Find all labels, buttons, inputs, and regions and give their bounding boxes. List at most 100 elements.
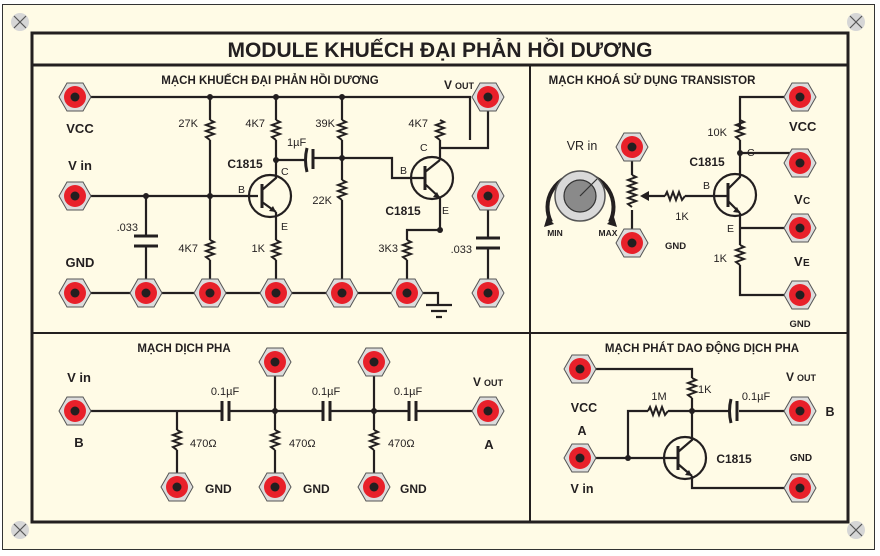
wire-emitter-gnd <box>690 476 790 490</box>
label-033-in: .033 <box>117 222 138 234</box>
label-1k-e1: 1K <box>252 243 266 255</box>
label-a: A <box>484 437 494 452</box>
transistor-q1 <box>247 173 293 219</box>
label-b: B <box>825 405 834 419</box>
jack-gnd-phase-2[interactable] <box>258 472 292 502</box>
jack-vcc-amp[interactable] <box>58 82 92 112</box>
resistor-1k-base <box>664 189 686 203</box>
label-vout-sub: OUT <box>455 81 475 91</box>
wire-feedback <box>626 409 790 458</box>
junctions <box>737 150 743 156</box>
label-gnd-2: GND <box>303 482 330 496</box>
module-title: MODULE KHUẾCH ĐẠI PHẢN HỒI DƯƠNG <box>227 38 652 62</box>
panel-oscillator: MẠCH PHÁT DAO ĐỘNG DỊCH PHA VCC A V in V… <box>571 342 835 496</box>
jack-gnd-phase-1[interactable] <box>160 472 194 502</box>
label-vout-v: V <box>473 375 481 389</box>
jack-vc-switch[interactable] <box>783 148 817 178</box>
jack-node-phase-3[interactable] <box>357 347 391 377</box>
label-27k: 27K <box>178 118 198 130</box>
pin-e: E <box>727 223 734 235</box>
jack-gnd-bias[interactable] <box>193 278 227 308</box>
jack-ve-switch[interactable] <box>783 213 817 243</box>
label-a: A <box>577 424 586 438</box>
panel-title: MẠCH DỊCH PHA <box>137 343 230 355</box>
jack-node-phase-2[interactable] <box>258 347 292 377</box>
junctions <box>143 94 443 233</box>
panel-title: MẠCH KHUẾCH ĐẠI PHẢN HỒI DƯƠNG <box>161 74 378 87</box>
label-c1: 0.1µF <box>211 386 240 398</box>
screw-top-right <box>847 13 865 31</box>
pin-e-q2: E <box>442 205 449 217</box>
resistor-4k7-bias <box>203 239 217 261</box>
vcc-rail <box>90 95 472 140</box>
wiper-arrow-icon <box>640 191 649 201</box>
jack-gnd-cap[interactable] <box>129 278 163 308</box>
jack-gnd-osc[interactable] <box>783 473 817 503</box>
panel-phase-shift: MẠCH DỊCH PHA V in B V OUT A GND GND GND… <box>67 343 503 496</box>
label-vout-v: V <box>786 370 794 384</box>
jack-vout-osc[interactable] <box>783 396 817 426</box>
wire-emitter <box>738 213 800 297</box>
label-4k7-c2: 4K7 <box>408 118 428 130</box>
jack-gnd-phase-3[interactable] <box>357 472 391 502</box>
label-q: C1815 <box>689 155 725 169</box>
jack-vout-phase[interactable] <box>471 396 505 426</box>
pin-b-q2: B <box>400 165 407 177</box>
label-1k-base: 1K <box>675 211 689 223</box>
label-gnd: GND <box>66 255 95 270</box>
module-frame <box>30 31 850 524</box>
jack-gnd-e1[interactable] <box>259 278 293 308</box>
capacitor-1uf <box>304 147 315 173</box>
jack-vin-amp[interactable] <box>58 181 92 211</box>
jack-cap-out-top[interactable] <box>471 181 505 211</box>
resistor-1k-e1 <box>269 239 283 261</box>
jack-vin-phase[interactable] <box>58 396 92 426</box>
label-max: MAX <box>599 228 618 238</box>
jack-gnd-amp[interactable] <box>58 278 92 308</box>
jack-gnd-switch[interactable] <box>783 280 817 310</box>
label-vcc: VCC <box>789 119 817 134</box>
screw-bottom-right <box>847 521 865 539</box>
label-gnd: GND <box>790 453 812 464</box>
jack-gnd-3k3[interactable] <box>390 278 424 308</box>
resistor-39k <box>335 119 349 141</box>
jack-pot-gnd[interactable] <box>615 228 649 258</box>
label-r2: 470Ω <box>289 438 316 450</box>
label-ve-v: V <box>794 254 803 269</box>
label-4k7-c1: 4K7 <box>245 118 265 130</box>
vr-in-knob[interactable] <box>544 170 617 227</box>
label-gnd-2: GND <box>789 319 810 330</box>
transistor-q <box>662 435 708 481</box>
capacitor-3 <box>407 401 418 421</box>
label-vin: V in <box>68 158 92 173</box>
jack-vout-amp[interactable] <box>471 82 505 112</box>
jack-pot-top[interactable] <box>615 132 649 162</box>
panel-title: MẠCH PHÁT DAO ĐỘNG DỊCH PHA <box>605 342 799 355</box>
jack-vcc-osc[interactable] <box>563 354 597 384</box>
label-10k: 10K <box>707 127 727 139</box>
junctions <box>272 408 377 414</box>
capacitor-1 <box>220 401 231 421</box>
resistor-1k <box>685 377 699 399</box>
wire-collector <box>738 95 800 175</box>
resistor-22k <box>335 179 349 201</box>
resistor-470-1 <box>170 429 184 451</box>
label-vc-sub: C <box>803 196 810 207</box>
label-b: B <box>74 435 83 450</box>
jack-gnd-22k[interactable] <box>325 278 359 308</box>
label-vout-sub: OUT <box>484 378 504 388</box>
label-vc: V C <box>794 192 810 207</box>
pin-b: B <box>703 180 710 192</box>
pin-e-q1: E <box>281 221 288 233</box>
resistor-4k7-c2 <box>433 119 447 141</box>
label-min: MIN <box>547 228 563 238</box>
screw-top-left <box>11 13 29 31</box>
jack-vin-osc[interactable] <box>563 443 597 473</box>
label-1k: 1K <box>698 384 712 396</box>
transistor-q2 <box>409 155 455 201</box>
ground-symbol <box>426 303 452 319</box>
jack-vcc-switch[interactable] <box>783 82 817 112</box>
jack-cap-out-gnd[interactable] <box>471 278 505 308</box>
transistor-q <box>712 172 758 218</box>
